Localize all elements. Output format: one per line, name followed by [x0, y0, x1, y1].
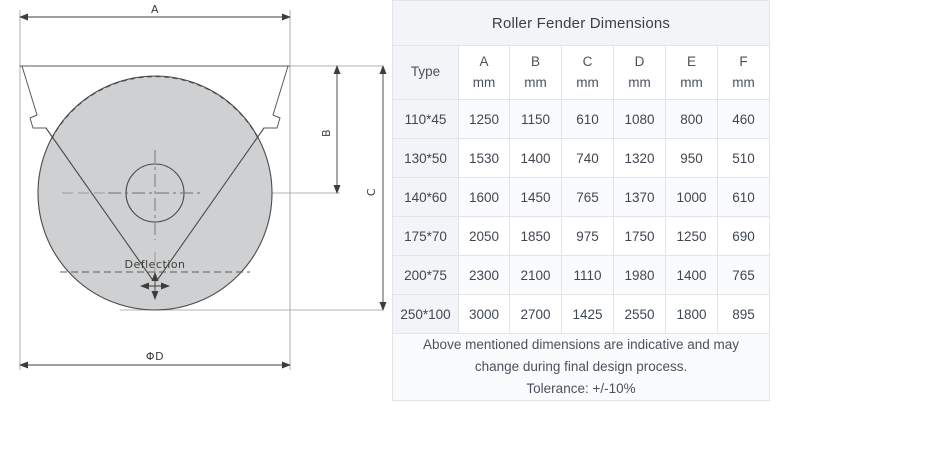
column-header-c-label: C	[582, 53, 593, 69]
cell-e: 1250	[665, 216, 718, 256]
cell-b: 1150	[509, 99, 562, 139]
table-head: Roller Fender Dimensions Type A mm B mm	[391, 0, 771, 100]
cell-d: 1320	[613, 138, 666, 178]
table-row: 110*45 1250 1150 610 1080 800 460	[392, 99, 771, 139]
table-note-line-1: Above mentioned dimensions are indicativ…	[423, 337, 739, 352]
cell-f: 765	[716, 255, 771, 295]
cell-d: 1980	[613, 255, 666, 295]
cell-c: 740	[561, 138, 614, 178]
cell-c: 1425	[561, 294, 614, 334]
centre-lines	[108, 150, 202, 240]
dimension-table-pane: Roller Fender Dimensions Type A mm B mm	[391, 0, 771, 412]
table-note-row: Above mentioned dimensions are indicativ…	[391, 333, 771, 401]
column-header-a-unit: mm	[472, 74, 496, 90]
cell-type: 250*100	[392, 294, 459, 334]
cell-type: 110*45	[392, 99, 459, 139]
cell-a: 1250	[458, 99, 510, 139]
cell-a: 1530	[458, 138, 510, 178]
cell-c: 765	[561, 177, 614, 217]
cell-e: 1000	[665, 177, 718, 217]
column-header-d: D mm	[613, 45, 666, 100]
column-header-a-label: A	[479, 53, 489, 69]
cell-a: 1600	[458, 177, 510, 217]
cell-d: 2550	[613, 294, 666, 334]
cell-type: 140*60	[392, 177, 459, 217]
deflection-label: Deflection	[124, 258, 185, 271]
cell-a: 2050	[458, 216, 510, 256]
dimension-label-b: B	[320, 129, 333, 137]
column-header-a: A mm	[458, 45, 510, 100]
cell-a: 3000	[458, 294, 510, 334]
cell-f: 690	[716, 216, 771, 256]
roller-fender-dimensions-table: Roller Fender Dimensions Type A mm B mm	[391, 0, 771, 401]
table-row: 175*70 2050 1850 975 1750 1250 690	[392, 216, 771, 256]
cell-d: 1080	[613, 99, 666, 139]
dimension-label-c: C	[365, 188, 378, 196]
table-body: 110*45 1250 1150 610 1080 800 460 130*50…	[391, 99, 771, 401]
column-header-c-unit: mm	[576, 74, 599, 90]
cell-e: 800	[665, 99, 718, 139]
cell-e: 950	[665, 138, 718, 178]
table-row: 250*100 3000 2700 1425 2550 1800 895	[392, 294, 771, 334]
column-header-d-unit: mm	[628, 74, 651, 90]
cell-b: 1450	[509, 177, 562, 217]
roller-fender-drawing: Deflection A ΦD B C	[0, 0, 392, 469]
column-header-e: E mm	[665, 45, 718, 100]
column-header-b: B mm	[509, 45, 562, 100]
table-note-line-3: Tolerance: +/-10%	[526, 380, 636, 396]
column-header-f: F mm	[716, 45, 771, 100]
cell-f: 510	[716, 138, 771, 178]
table-note: Above mentioned dimensions are indicativ…	[391, 333, 771, 401]
column-header-e-unit: mm	[680, 74, 703, 90]
column-header-f-label: F	[739, 53, 748, 69]
column-header-b-label: B	[530, 53, 540, 69]
table-row: 130*50 1530 1400 740 1320 950 510	[392, 138, 771, 178]
cell-type: 200*75	[392, 255, 459, 295]
cell-type: 130*50	[392, 138, 459, 178]
column-header-f-unit: mm	[732, 74, 755, 90]
cell-type: 175*70	[392, 216, 459, 256]
column-header-type: Type	[392, 45, 459, 100]
table-title-row: Roller Fender Dimensions	[391, 0, 771, 46]
roller-top-arc	[50, 76, 260, 140]
column-header-b-unit: mm	[524, 74, 547, 90]
cell-c: 1110	[561, 255, 614, 295]
cell-e: 1400	[665, 255, 718, 295]
table-note-line-2: change during final design process.	[474, 358, 688, 374]
table-row: 140*60 1600 1450 765 1370 1000 610	[392, 177, 771, 217]
cell-f: 610	[716, 177, 771, 217]
cell-c: 610	[561, 99, 614, 139]
cell-b: 2100	[509, 255, 562, 295]
dimension-label-a: A	[151, 3, 159, 16]
table-row: 200*75 2300 2100 1110 1980 1400 765	[392, 255, 771, 295]
column-header-c: C mm	[561, 45, 614, 100]
table-header-row: Type A mm B mm C mm D	[392, 45, 771, 100]
cell-b: 1850	[509, 216, 562, 256]
dimension-label-d: ΦD	[146, 350, 164, 363]
cell-b: 1400	[509, 138, 562, 178]
cell-f: 895	[716, 294, 771, 334]
centre-lines-extended	[62, 192, 156, 288]
column-header-d-label: D	[634, 53, 645, 69]
cell-e: 1800	[665, 294, 718, 334]
cell-a: 2300	[458, 255, 510, 295]
column-header-e-label: E	[686, 53, 696, 69]
table-title: Roller Fender Dimensions	[391, 0, 771, 46]
cell-f: 460	[716, 99, 771, 139]
cell-d: 1750	[613, 216, 666, 256]
cell-d: 1370	[613, 177, 666, 217]
column-header-type-label: Type	[410, 64, 441, 80]
cell-b: 2700	[509, 294, 562, 334]
cell-c: 975	[561, 216, 614, 256]
fender-bracket-outline	[19, 65, 290, 129]
